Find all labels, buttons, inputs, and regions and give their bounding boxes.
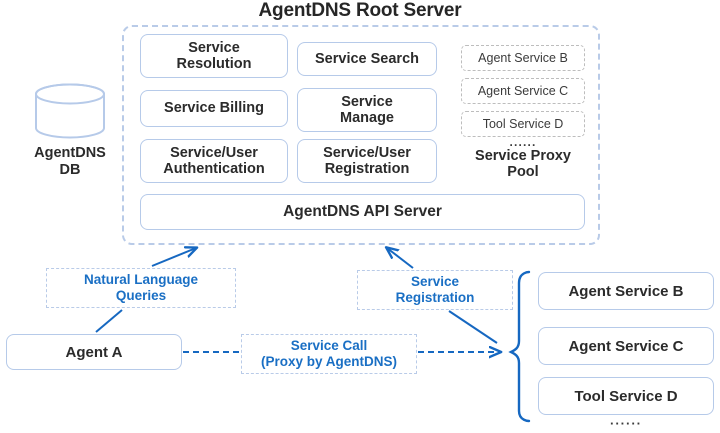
arrow-queries-to-root <box>151 248 196 267</box>
agent-a-label: Agent A <box>65 343 123 361</box>
line-registration-to-services <box>448 310 498 344</box>
proxy-item-tool-service-d[interactable]: Tool Service D <box>461 111 585 137</box>
module-service-search[interactable]: Service Search <box>297 42 437 76</box>
note-service-registration-label: Service Registration <box>395 274 475 305</box>
proxy-pool-label-line2: Pool <box>507 164 539 181</box>
agentdns-api-server[interactable]: AgentDNS API Server <box>140 194 585 230</box>
external-services-brace <box>508 270 531 423</box>
agentdns-db-label-line1: AgentDNS <box>34 145 106 161</box>
page-title: AgentDNS Root Server <box>258 0 462 21</box>
external-service-agent-service-c-label: Agent Service C <box>568 337 684 355</box>
agentdns-db-label-line2: DB <box>59 161 81 178</box>
note-natural-language-queries-label: Natural Language Queries <box>83 272 199 303</box>
proxy-pool-label-line1: Service Proxy <box>475 148 571 164</box>
module-service-billing[interactable]: Service Billing <box>140 90 288 127</box>
external-service-tool-service-d[interactable]: Tool Service D <box>538 377 714 415</box>
arrow-registration-to-root <box>387 248 414 269</box>
external-services-ellipsis: ······ <box>610 416 642 431</box>
agentdns-db-label: AgentDNS DB <box>8 145 132 178</box>
note-service-call: Service Call (Proxy by AgentDNS) <box>241 334 417 374</box>
external-service-tool-service-d-label: Tool Service D <box>574 387 678 405</box>
note-service-call-label: Service Call (Proxy by AgentDNS) <box>260 338 397 369</box>
proxy-item-agent-service-c[interactable]: Agent Service C <box>461 78 585 104</box>
proxy-item-agent-service-c-label: Agent Service C <box>477 84 569 98</box>
proxy-pool-ellipsis: ······ <box>509 138 537 152</box>
note-service-registration: Service Registration <box>357 270 513 310</box>
external-service-agent-service-c[interactable]: Agent Service C <box>538 327 714 365</box>
agentdns-api-server-label: AgentDNS API Server <box>283 203 442 221</box>
proxy-pool-label: Service Proxy Pool <box>455 148 591 180</box>
external-service-agent-service-b[interactable]: Agent Service B <box>538 272 714 310</box>
proxy-item-agent-service-b-label: Agent Service B <box>478 51 568 65</box>
note-natural-language-queries: Natural Language Queries <box>46 268 236 308</box>
agent-a-box[interactable]: Agent A <box>6 334 182 370</box>
line-agent-a-to-queries <box>95 309 123 333</box>
agentdns-db-icon <box>28 83 112 139</box>
proxy-item-tool-service-d-label: Tool Service D <box>482 117 564 131</box>
module-service-search-label: Service Search <box>315 50 419 67</box>
module-service-billing-label: Service Billing <box>164 100 264 117</box>
external-service-agent-service-b-label: Agent Service B <box>568 282 684 300</box>
agentdns-root-server-boundary <box>122 25 600 245</box>
proxy-item-agent-service-b[interactable]: Agent Service B <box>461 45 585 71</box>
